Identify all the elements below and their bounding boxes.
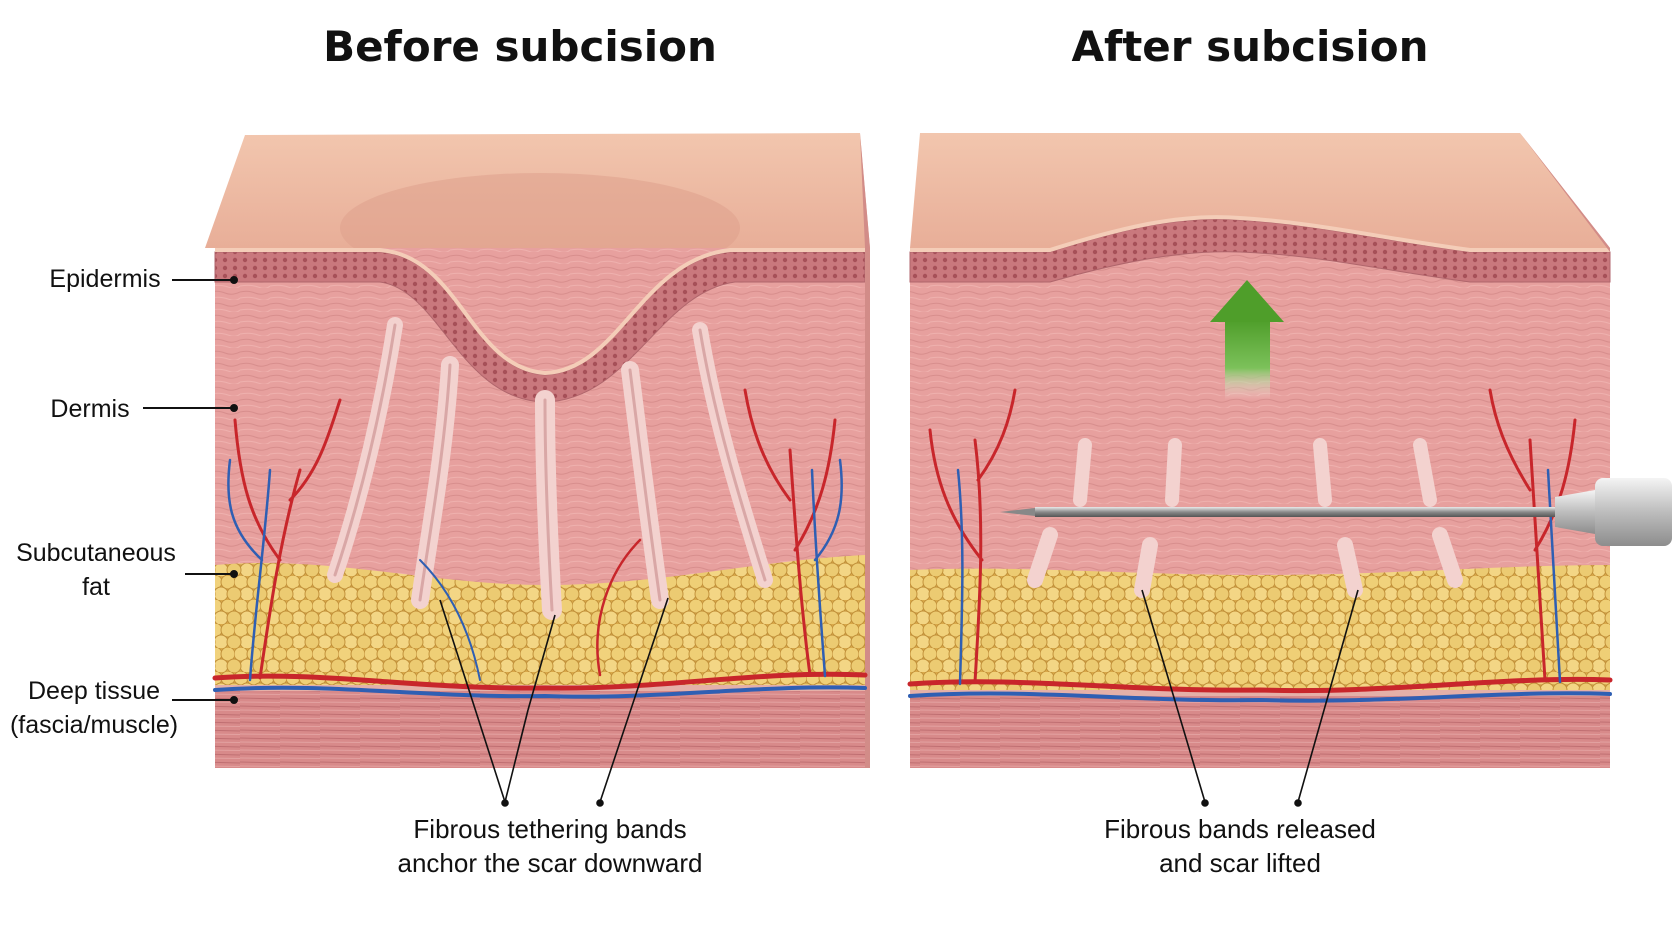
after-blood-vessels [907,388,1613,703]
before-fibrous-bands [327,317,773,620]
layer-leader-lines [143,276,238,704]
label-epidermis: Epidermis [49,265,161,293]
before-skin-block [205,133,870,768]
after-caption-line1: Fibrous bands released [1104,814,1376,844]
before-title: Before subcision [323,22,717,71]
after-caption: Fibrous bands released and scar lifted [1030,812,1450,880]
before-caption-leaders [439,597,669,807]
label-deep-tissue-line1: Deep tissue [27,677,161,705]
after-fat-layer [910,565,1610,690]
after-caption-leaders [1141,589,1359,807]
label-dermis: Dermis [50,395,130,423]
after-released-bands [1027,438,1463,598]
after-skin-block [909,133,1611,768]
before-fat-layer [215,555,865,685]
lift-arrow [1210,280,1284,400]
after-deep-tissue-layer [910,690,1610,768]
subcision-needle [1000,478,1672,546]
label-deep-tissue: Deep tissue (fascia/muscle) [4,674,184,742]
label-subcutaneous-fat: Subcutaneous fat [10,536,182,604]
after-epidermis-layer [909,218,1611,283]
before-caption-line1: Fibrous tethering bands [413,814,687,844]
label-deep-tissue-line2: (fascia/muscle) [9,711,179,739]
after-title: After subcision [1071,22,1429,71]
before-deep-tissue-layer [215,685,865,768]
after-caption-line2: and scar lifted [1159,848,1321,878]
before-blood-vessels [212,388,868,699]
before-caption: Fibrous tethering bands anchor the scar … [340,812,760,880]
label-subcutaneous-fat-line2: fat [82,573,110,601]
label-subcutaneous-fat-line1: Subcutaneous [16,539,176,567]
before-caption-line2: anchor the scar downward [397,848,703,878]
after-skin-surface [910,133,1610,248]
